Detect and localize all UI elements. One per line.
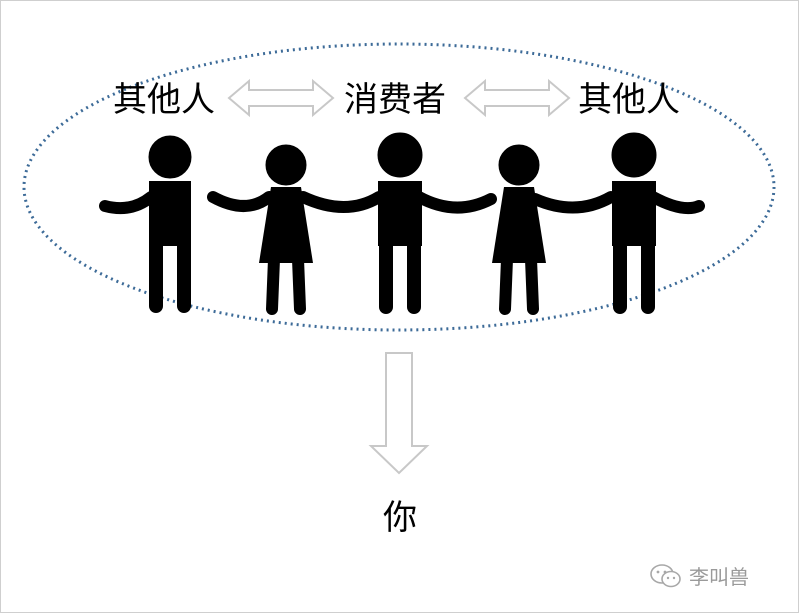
label-other-people-right: 其他人 <box>578 80 680 120</box>
label-other-people-left: 其他人 <box>113 80 215 120</box>
double-arrow-right <box>463 78 571 118</box>
label-consumer: 消费者 <box>344 80 446 120</box>
person-man-3 <box>611 132 657 314</box>
down-arrow <box>368 352 430 475</box>
watermark-text: 李叫兽 <box>689 565 749 589</box>
person-man-2 <box>377 132 423 314</box>
double-arrow-left <box>227 78 335 118</box>
label-you: 你 <box>383 498 417 538</box>
watermark: 李叫兽 <box>649 561 749 590</box>
person-woman-2 <box>492 144 546 315</box>
linked-arms <box>99 191 705 215</box>
person-man-1 <box>148 135 192 313</box>
person-woman-1 <box>259 144 313 315</box>
wechat-icon <box>649 563 683 589</box>
group-ellipse <box>22 42 776 332</box>
people-chain <box>99 132 705 315</box>
